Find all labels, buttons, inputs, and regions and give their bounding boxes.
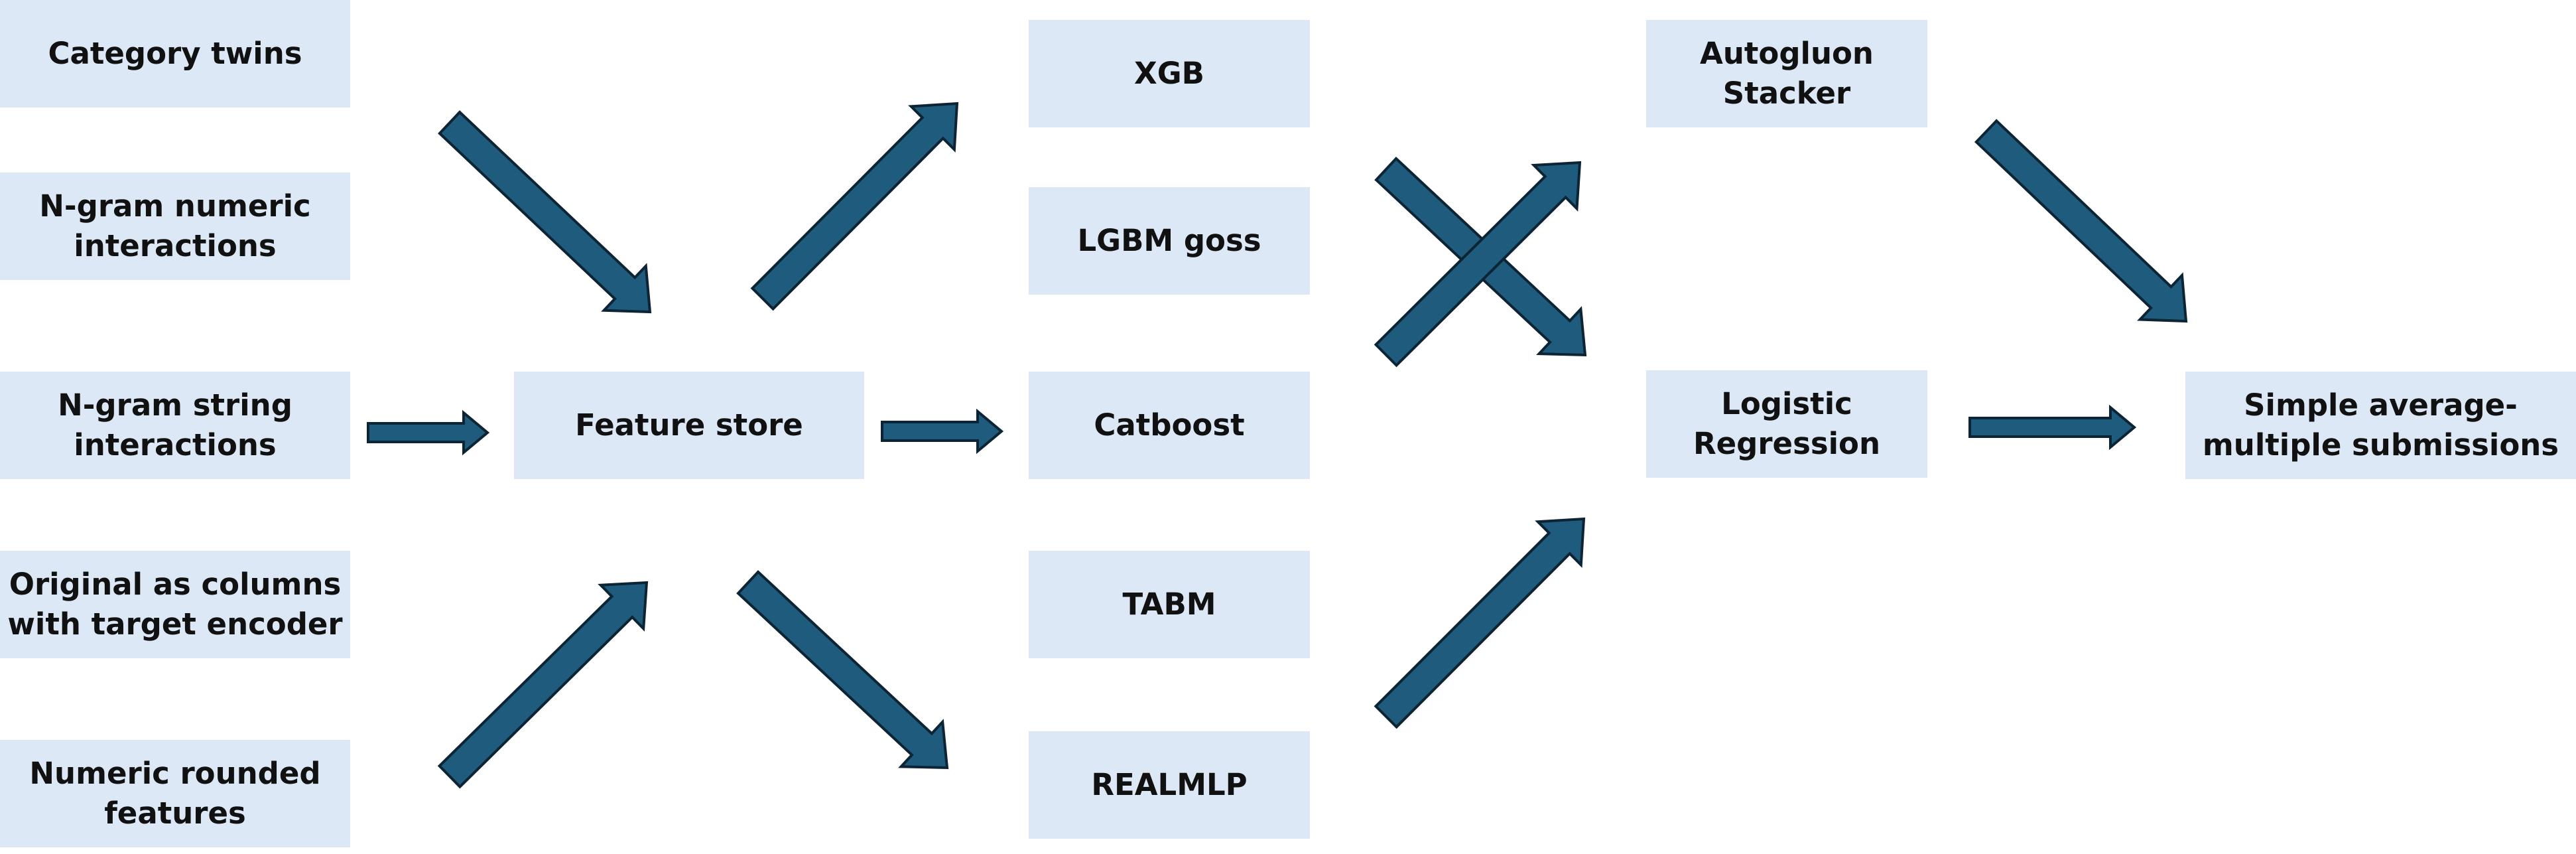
- logistic-regression-box: Logistic Regression: [1646, 370, 1927, 478]
- arrow-numeric-to-store: [437, 581, 649, 789]
- category-twins-box: Category twins: [0, 0, 350, 107]
- arrow-models-to-autogluon: [1374, 161, 1582, 368]
- arrow-autogluon-to-output: [1974, 119, 2188, 323]
- autogluon-stacker-box: Autogluon Stacker: [1646, 20, 1927, 127]
- lgbm-model-box: LGBM goss: [1029, 187, 1310, 295]
- arrow-store-to-xgb: [750, 102, 959, 311]
- feature-store-box: Feature store: [514, 372, 864, 479]
- original-columns-box: Original as columns with target encoder: [0, 551, 350, 658]
- tabm-model-box: TABM: [1029, 551, 1310, 658]
- arrow-logistic-to-output: [1968, 404, 2137, 451]
- catboost-model-box: Catboost: [1029, 372, 1310, 479]
- arrow-tabm-to-logistic: [1374, 517, 1586, 729]
- xgb-model-box: XGB: [1029, 20, 1310, 127]
- arrow-category-to-store: [438, 110, 652, 314]
- numeric-rounded-box: Numeric rounded features: [0, 740, 350, 847]
- ngram-numeric-box: N-gram numeric interactions: [0, 173, 350, 280]
- realmlp-model-box: REALMLP: [1029, 731, 1310, 839]
- simple-average-box: Simple average- multiple submissions: [2185, 372, 2576, 479]
- arrow-ngram-string-to-store: [367, 409, 490, 456]
- arrow-store-to-realmlp: [736, 570, 949, 770]
- ngram-string-box: N-gram string interactions: [0, 372, 350, 479]
- arrow-store-to-catboost: [881, 408, 1004, 455]
